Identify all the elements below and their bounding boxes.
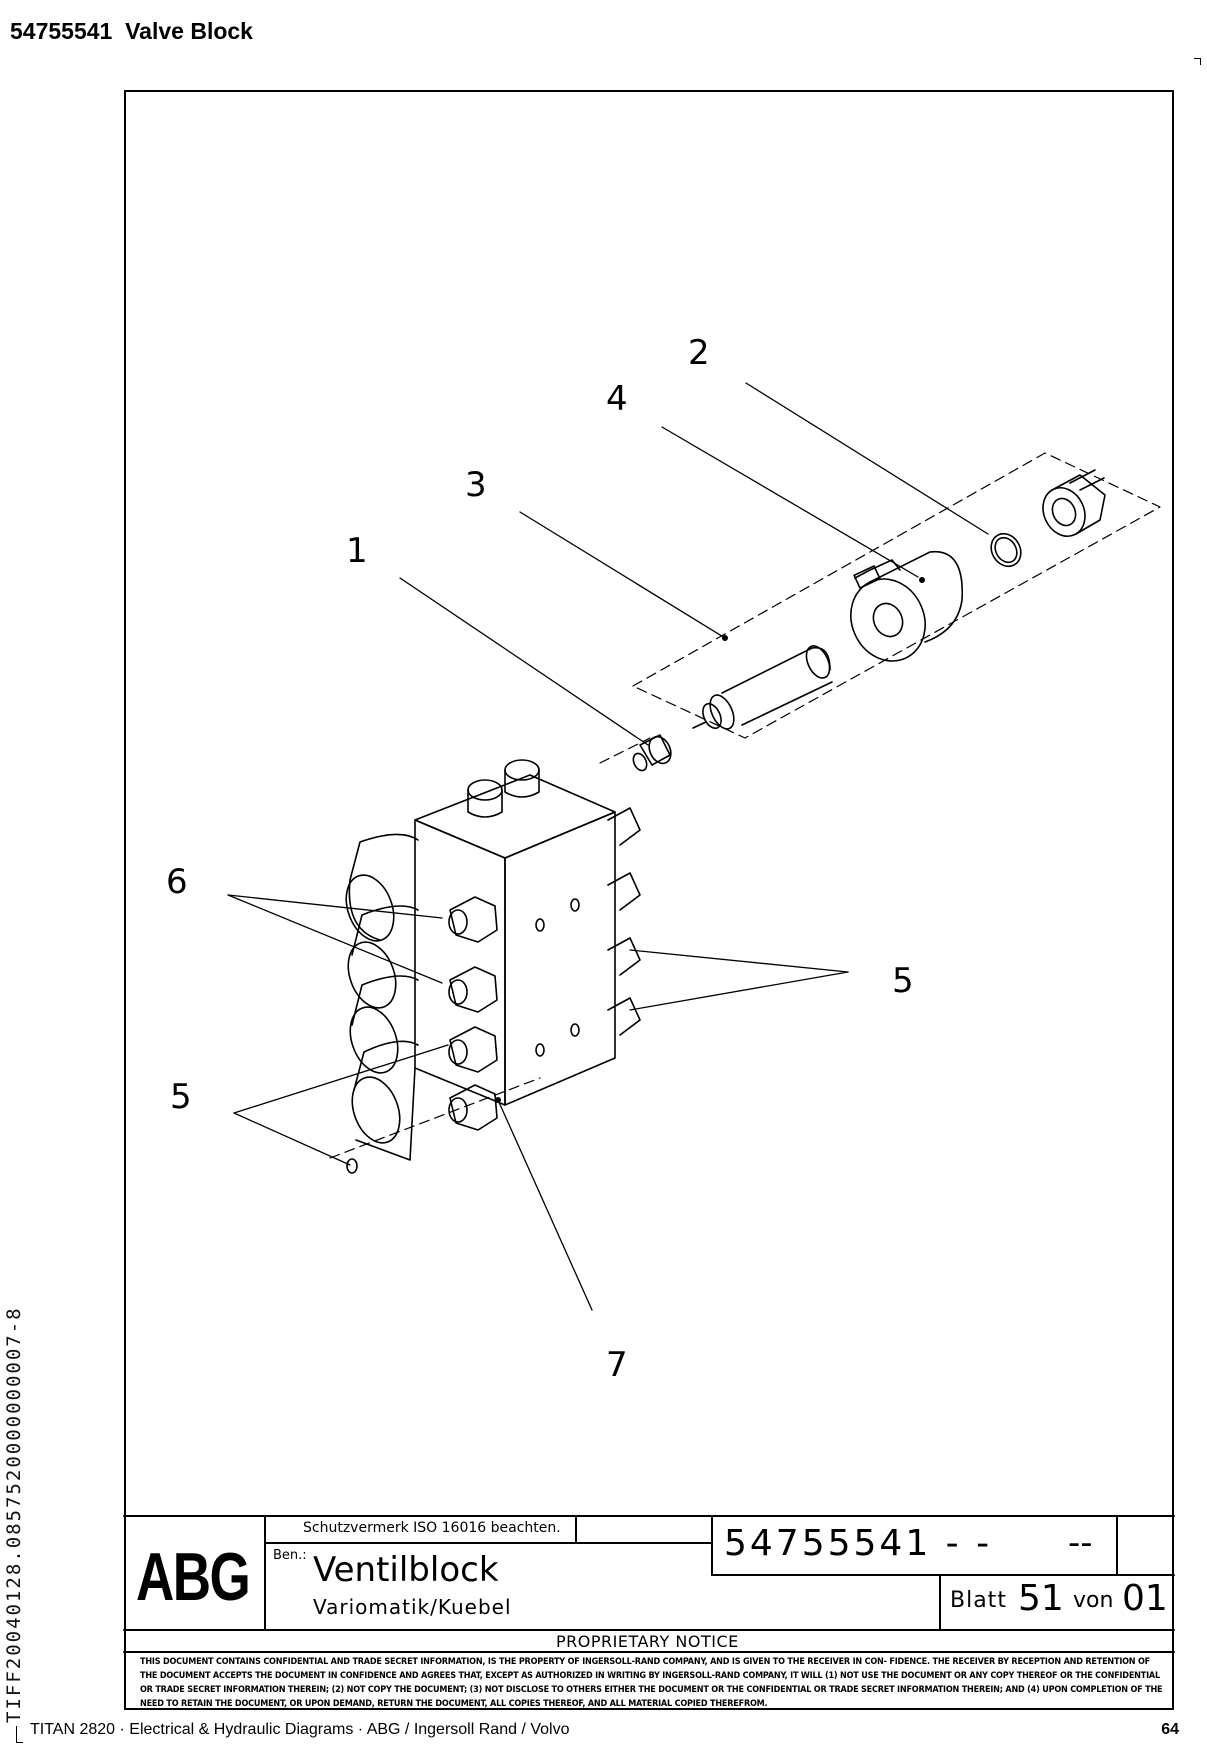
footer: TITAN 2820 · Electrical & Hydraulic Diag… xyxy=(0,1718,1207,1748)
callout-1: 1 xyxy=(346,531,368,571)
revision: -- xyxy=(1068,1523,1093,1563)
abg-logo: ABG xyxy=(136,1539,251,1615)
callout-5-left: 5 xyxy=(170,1077,192,1117)
assembly-envelope xyxy=(632,452,1161,739)
retaining-ring xyxy=(990,532,1022,568)
solenoid-coil xyxy=(850,551,963,662)
leader-lines xyxy=(227,382,989,1311)
cartridge-valve xyxy=(632,734,672,772)
part-number: 54755541 - - xyxy=(724,1523,993,1564)
armature-tube xyxy=(692,645,833,730)
callout-2: 2 xyxy=(688,333,710,373)
drawing-frame xyxy=(124,90,1174,1710)
corner-mark xyxy=(1194,58,1201,65)
o-ring xyxy=(346,1158,358,1174)
blatt-number: 51 xyxy=(1018,1578,1064,1619)
notice-heading: PROPRIETARY NOTICE xyxy=(556,1632,739,1651)
page-title: 54755541 Valve Block xyxy=(10,18,253,44)
component-subname: Variomatik/Kuebel xyxy=(313,1595,512,1619)
nut-part xyxy=(1042,469,1106,537)
footer-tick xyxy=(16,1726,23,1743)
protection-note: Schutzvermerk ISO 16016 beachten. xyxy=(303,1520,561,1536)
notice-text: THIS DOCUMENT CONTAINS CONFIDENTIAL AND … xyxy=(140,1657,1163,1709)
component-name: Ventilblock xyxy=(313,1550,499,1590)
valve-block-body xyxy=(345,759,641,1161)
blatt-label: Blatt xyxy=(950,1588,1007,1613)
callout-6: 6 xyxy=(166,862,188,902)
footer-text: TITAN 2820 · Electrical & Hydraulic Diag… xyxy=(30,1721,570,1738)
ben-label: Ben.: xyxy=(273,1548,307,1563)
page-number: 64 xyxy=(1161,1721,1179,1738)
callout-7: 7 xyxy=(606,1345,628,1385)
von-number: 01 xyxy=(1122,1578,1168,1619)
von-label: von xyxy=(1073,1588,1114,1613)
callout-5-right: 5 xyxy=(892,961,914,1001)
side-code: TIFF20040128.0857520000000007-8 xyxy=(3,1306,25,1723)
callout-3: 3 xyxy=(465,465,487,505)
title-block xyxy=(123,1515,1175,1653)
callout-4: 4 xyxy=(606,379,628,419)
